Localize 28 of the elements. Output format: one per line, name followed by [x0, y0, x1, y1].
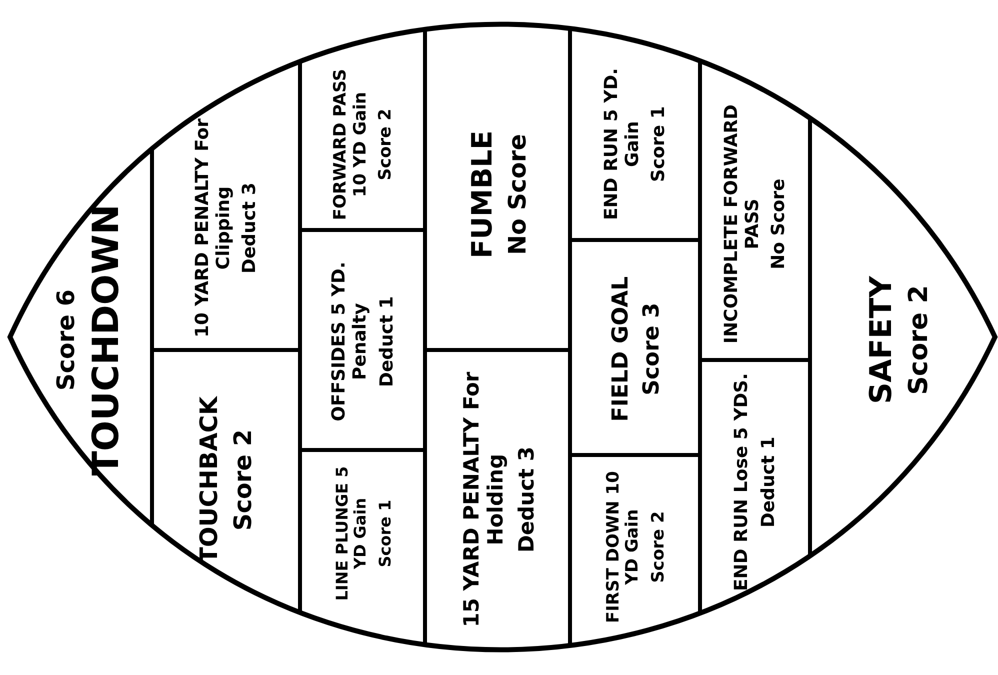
score-text: Score 2 — [905, 285, 936, 395]
score-text: Deduct 3 — [240, 182, 262, 274]
score-text: Deduct 1 — [759, 436, 780, 528]
square-title: INCOMPLETE FORWARD PASS — [722, 103, 764, 346]
score-text: Score 2 — [230, 429, 258, 531]
square-title: 15 YARD PENALTY For Holding — [459, 370, 508, 629]
score-text: Deduct 1 — [376, 296, 398, 386]
square-title: TOUCHBACK — [196, 396, 224, 564]
score-text: Score 1 — [649, 106, 670, 182]
score-text: Score 1 — [376, 499, 394, 567]
square-title: Score 6 — [52, 289, 80, 391]
score-text: Deduct 3 — [514, 446, 538, 552]
square-title: LINE PLUNGE 5 YD Gain — [332, 464, 370, 602]
square-title: END RUN 5 YD. Gain — [602, 67, 644, 222]
square-title: SAFETY — [864, 276, 900, 404]
score-text: No Score — [769, 178, 790, 270]
square-title: 10 YARD PENALTY For Clipping — [192, 118, 234, 340]
square-title: FUMBLE — [466, 130, 498, 258]
score-text: No Score — [504, 133, 532, 255]
score-text: Score 2 — [376, 108, 396, 180]
score-text: TOUCHDOWN — [86, 204, 128, 476]
score-text: Score 2 — [648, 510, 668, 582]
square-title: FIRST DOWN 10 YD Gain — [604, 470, 643, 624]
square-title: FIELD GOAL — [608, 276, 633, 422]
square-title: OFFSIDES 5 YD. Penalty — [329, 260, 371, 423]
square-title: END RUN Lose 5 YDS. — [732, 373, 753, 591]
score-text: Score 3 — [639, 302, 664, 395]
square-title: FORWARD PASS 10 YD Gain — [331, 67, 370, 222]
